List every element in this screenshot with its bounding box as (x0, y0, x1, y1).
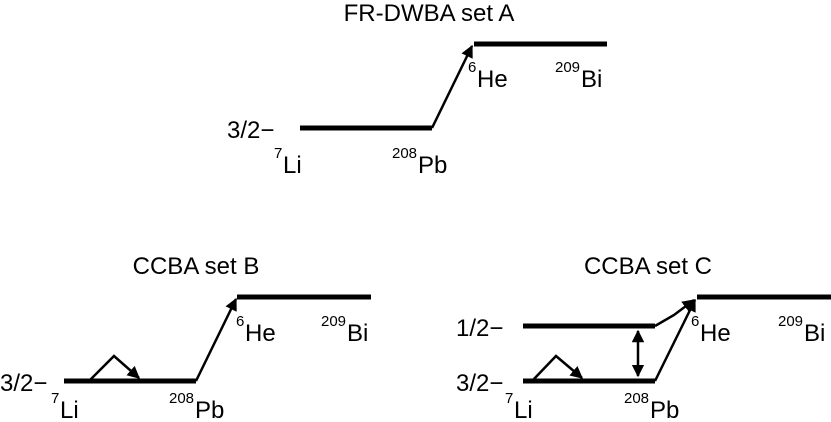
panel-c-he-label: 6He (691, 313, 731, 347)
panel-c-bi-label: 209Bi (778, 313, 825, 347)
panel-a-pb-label: 208Pb (392, 145, 447, 179)
panel-c-li-label: 7Li (505, 390, 533, 422)
panel-a-li-label: 7Li (274, 145, 302, 179)
panel-a-he-label: 6He (468, 59, 508, 93)
panel-ccba-set-c: CCBA set C 1/2− 3/2− 7Li 208Pb 6He 209Bi (456, 253, 831, 422)
panel-fr-dwba-set-a: FR-DWBA set A 3/2− 7Li 208Pb 6He 209Bi (227, 0, 607, 179)
panel-b-spin-3-2: 3/2− (0, 370, 47, 397)
panel-b-transfer-arrow (194, 297, 238, 382)
panel-a-spin-3-2: 3/2− (227, 117, 274, 144)
panel-c-spin-1-2: 1/2− (456, 315, 503, 342)
panel-ccba-set-b: CCBA set B 3/2− 7Li 208Pb 6He 209Bi (0, 253, 371, 422)
panel-a-bi-label: 209Bi (555, 59, 602, 93)
panel-a-title: FR-DWBA set A (344, 0, 515, 27)
panel-c-title: CCBA set C (584, 253, 712, 280)
panel-c-pb-label: 208Pb (624, 390, 679, 422)
panel-c-reorientation-arrow (532, 354, 583, 381)
panel-c-ground-transfer-arrow (653, 298, 697, 382)
panel-b-reorientation-arrow (89, 354, 140, 381)
panel-c-spin-3-2: 3/2− (456, 370, 503, 397)
panel-b-pb-label: 208Pb (169, 390, 224, 422)
panel-b-he-label: 6He (236, 313, 276, 347)
panel-b-bi-label: 209Bi (321, 313, 368, 347)
panel-b-li-label: 7Li (51, 390, 79, 422)
panel-b-title: CCBA set B (133, 253, 260, 280)
panel-a-transfer-arrow (430, 44, 474, 129)
